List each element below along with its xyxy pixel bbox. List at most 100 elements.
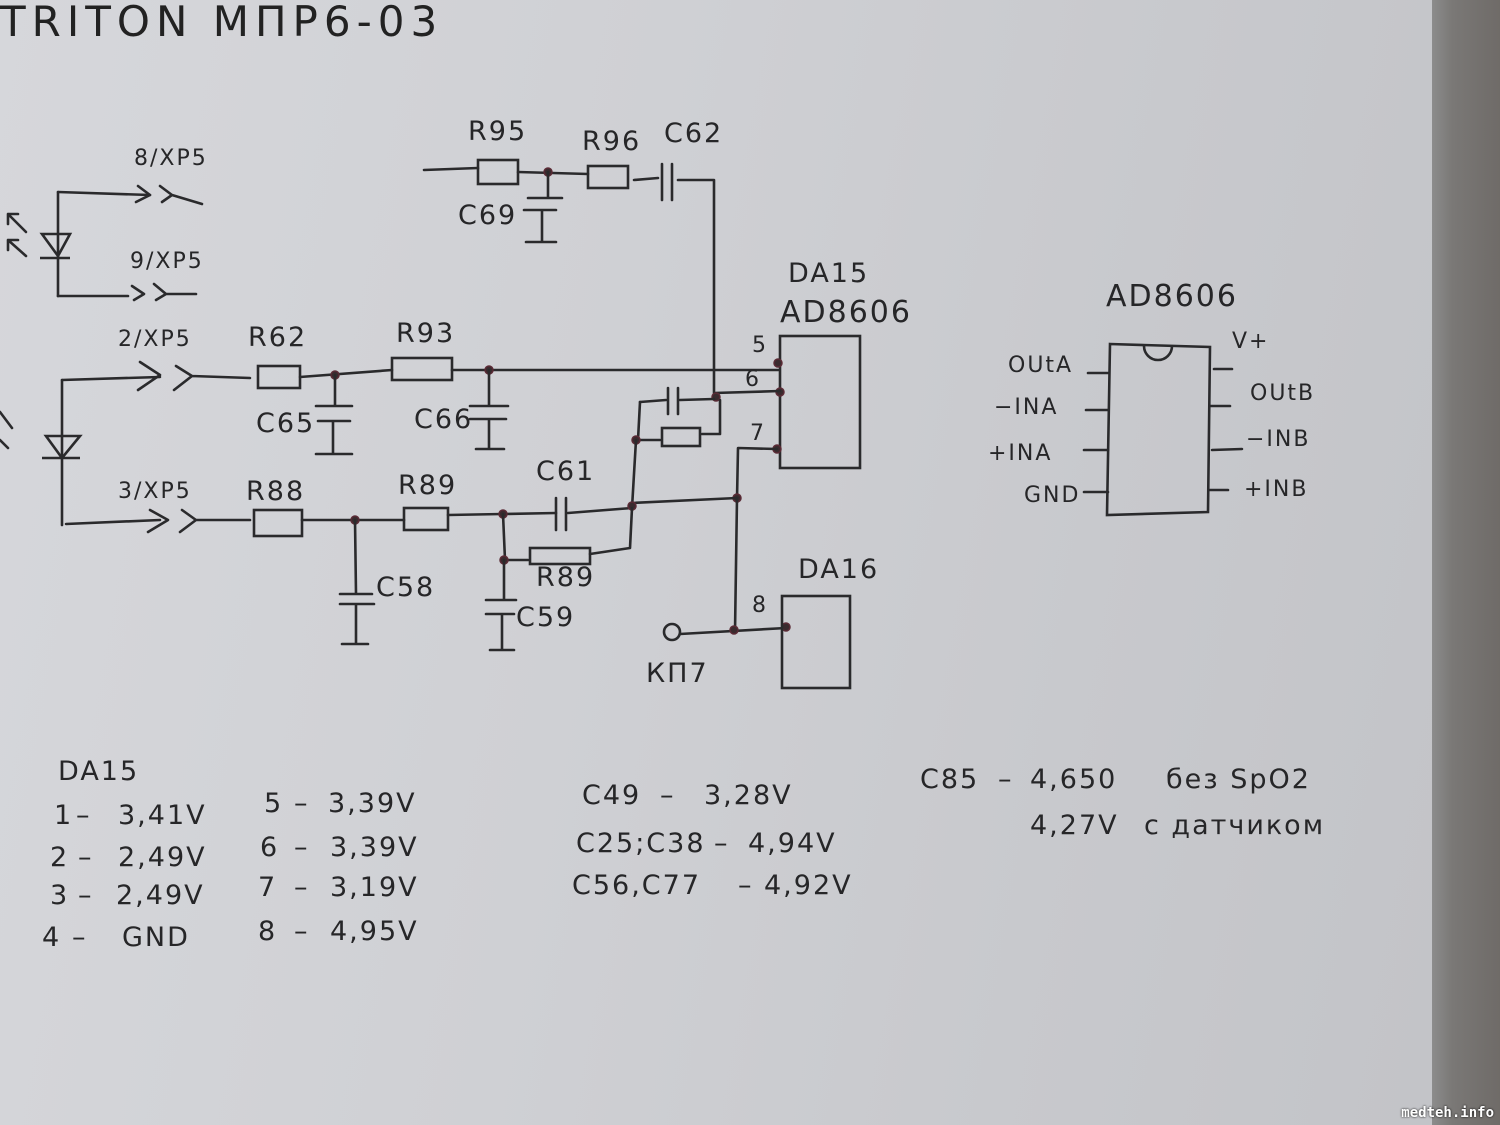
pin-label-right-1: V+: [1232, 329, 1269, 354]
resistor-r62: [256, 364, 302, 390]
pin-label-left-3: +INA: [988, 441, 1052, 466]
label-r95: R95: [468, 116, 527, 147]
pin-number: 4: [42, 922, 61, 953]
svg-text:–: –: [78, 880, 94, 911]
test-point-kp7: [662, 622, 682, 642]
da15-ref: DA15: [788, 258, 869, 289]
resistor-r89-b: [528, 546, 592, 566]
resistor-r96: [586, 164, 630, 190]
channel-3-filter: 3/XP5 R88 R89 C61 R89 C58 C59: [64, 456, 637, 652]
da16-block: DA16 8 КП7: [646, 554, 879, 690]
label-r89-b: R89: [536, 562, 595, 593]
connector-label-3-xp5: 3/XP5: [118, 479, 192, 504]
pin-label-left-4: GND: [1024, 483, 1080, 508]
pin-number: 2: [50, 842, 69, 873]
label-c66: C66: [414, 404, 473, 435]
label-r96: R96: [582, 126, 641, 157]
c85-value-without-sensor: 4,650: [1030, 764, 1117, 795]
da16-ref: DA16: [798, 554, 879, 585]
pin-label-right-4: +INB: [1244, 477, 1308, 502]
cap-voltage: 4,94V: [748, 828, 837, 859]
pin-voltage: 2,49V: [118, 842, 207, 873]
pin-label-right-3: −INB: [1246, 427, 1310, 452]
pin-voltage: 3,39V: [330, 832, 419, 863]
da15-measurements: DA15 1 – 3,41V 2 – 2,49V 3 – 2,49V 4 – G…: [42, 756, 419, 953]
photodiode: [0, 378, 83, 527]
paper-edge: [1432, 0, 1500, 1125]
measurement-row: 7 – 3,19V: [258, 872, 419, 903]
ad8606-pinout: AD8606 OUtA −INA +INA GND V+ OUtB −INB +…: [988, 279, 1315, 517]
svg-text:–: –: [294, 832, 310, 863]
da16-pin-8: 8: [752, 593, 768, 618]
connector-label-9-xp5: 9/XP5: [130, 249, 204, 274]
pin-voltage: 4,95V: [330, 916, 419, 947]
measurements-title: DA15: [58, 756, 139, 787]
measurement-row: 4 – GND: [42, 922, 190, 953]
svg-text:–: –: [998, 764, 1014, 795]
connector-label-2-xp5: 2/XP5: [118, 327, 192, 352]
pin-label-left-2: −INA: [994, 395, 1058, 420]
svg-text:–: –: [78, 842, 94, 873]
channel-2-filter: 2/XP5 R62 R93 C65 C66: [60, 318, 780, 456]
svg-text:–: –: [294, 872, 310, 903]
pin-voltage: 3,39V: [328, 788, 417, 819]
pin-label-right-2: OUtB: [1250, 381, 1315, 406]
cap-row: C49 – 3,28V: [582, 780, 791, 811]
da16-body: [780, 594, 852, 690]
pin-number: 8: [258, 916, 277, 947]
label-kp7: КП7: [646, 658, 709, 689]
measurement-row: 1 – 3,41V: [54, 800, 207, 831]
label-c61: C61: [536, 456, 595, 487]
resistor-r89-a: [402, 506, 450, 532]
cap-row: C56,C77 – 4,92V: [572, 870, 853, 901]
label-r89-a: R89: [398, 470, 457, 501]
label-r62: R62: [248, 322, 307, 353]
pin-voltage: 3,19V: [330, 872, 419, 903]
sheet-title: TRITON МПР6-03: [0, 0, 443, 46]
measurement-row: 5 – 3,39V: [264, 788, 417, 819]
resistor-r93: [390, 356, 454, 382]
c85-note-without-sensor: без SpO2: [1166, 764, 1311, 795]
pin-number: 7: [258, 872, 277, 903]
c85-label: C85: [920, 764, 979, 795]
resistor-r88: [252, 508, 304, 538]
svg-text:–: –: [294, 788, 310, 819]
da15-pin-5: 5: [752, 333, 768, 358]
cap-measurements: C49 – 3,28V C25;C38 – 4,94V C56,C77 – 4,…: [572, 780, 853, 901]
c85-note-with-sensor: с датчиком: [1144, 810, 1325, 841]
label-c59: C59: [516, 602, 575, 633]
svg-text:–: –: [714, 828, 730, 859]
label-c69: C69: [458, 200, 517, 231]
pin-voltage: GND: [122, 922, 190, 953]
top-filter: R95 R96 C62 C69: [422, 116, 723, 394]
measurement-row: 6 – 3,39V: [260, 832, 419, 863]
da15-pin-6: 6: [745, 367, 761, 392]
cap-label: C56,C77: [572, 870, 701, 901]
pin-number: 3: [50, 880, 69, 911]
svg-text:–: –: [294, 916, 310, 947]
pin-label-left-1: OUtA: [1008, 353, 1073, 378]
label-c65: C65: [256, 408, 315, 439]
cap-voltage: 4,92V: [764, 870, 853, 901]
svg-text:–: –: [76, 800, 92, 831]
pin-voltage: 2,49V: [116, 880, 205, 911]
da15-part: AD8606: [780, 295, 912, 330]
label-r93: R93: [396, 318, 455, 349]
svg-text:–: –: [72, 922, 88, 953]
pin-voltage: 3,41V: [118, 800, 207, 831]
connector-label-8-xp5: 8/XP5: [134, 146, 208, 171]
watermark: medteh.info: [1401, 1105, 1494, 1121]
c85-note: C85 – 4,650 без SpO2 4,27V с датчиком: [920, 764, 1325, 841]
c85-value-with-sensor: 4,27V: [1030, 810, 1119, 841]
pin-number: 5: [264, 788, 283, 819]
label-c62: C62: [664, 118, 723, 149]
pin-number: 6: [260, 832, 279, 863]
measurement-row: 2 – 2,49V: [50, 842, 207, 873]
svg-text:–: –: [660, 780, 676, 811]
label-c58: C58: [376, 572, 435, 603]
da15-body: [778, 334, 862, 470]
svg-text:–: –: [738, 870, 754, 901]
measurement-row: 3 – 2,49V: [50, 880, 205, 911]
pinout-part: AD8606: [1106, 279, 1238, 314]
